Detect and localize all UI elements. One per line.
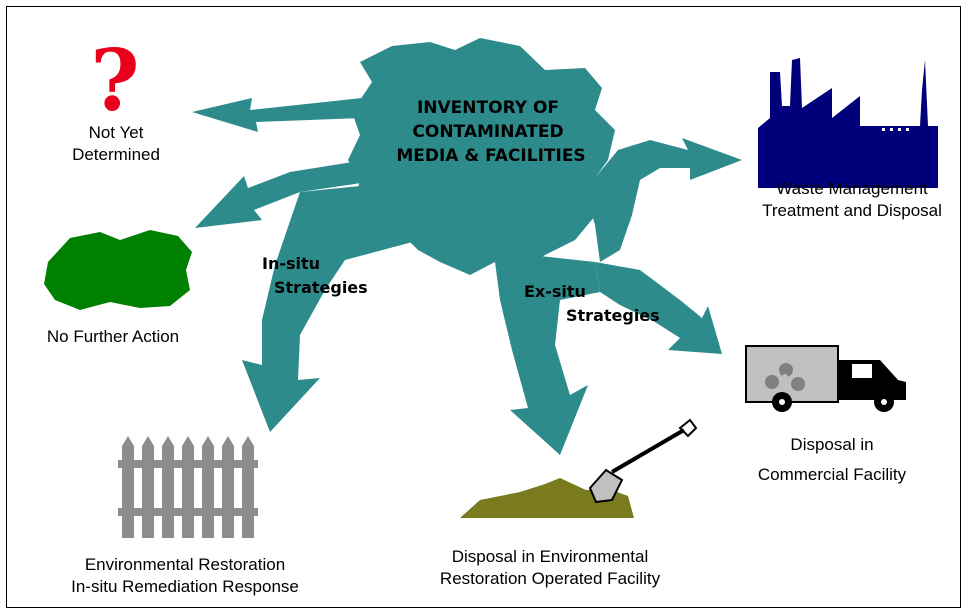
arrow-to-no-further — [195, 160, 368, 228]
commercial-line: Disposal in — [790, 435, 874, 454]
shovel-soil-icon — [460, 418, 698, 518]
er-facility-line: Disposal in Environmental — [451, 547, 649, 566]
not-yet-line: Determined — [72, 145, 160, 164]
factory-windows — [882, 128, 909, 131]
radiation-truck-icon — [745, 345, 906, 412]
not-yet-label: Not Yet Determined — [48, 122, 184, 166]
restoration-line: In-situ Remediation Response — [71, 577, 299, 596]
waste-line: Waste Management — [776, 179, 928, 198]
restoration-label: Environmental Restoration In-situ Remedi… — [40, 554, 330, 598]
center-title-line: CONTAMINATED — [412, 122, 564, 142]
insitu-line: Strategies — [274, 278, 368, 297]
no-further-label: No Further Action — [18, 326, 208, 348]
central-blob — [348, 38, 615, 275]
factory-icon — [758, 58, 938, 188]
arrow-to-not-yet — [192, 98, 362, 132]
no-further-line: No Further Action — [46, 327, 180, 346]
center-title-line: MEDIA & FACILITIES — [396, 146, 586, 166]
exsitu-label: Ex-situ Strategies — [524, 280, 660, 328]
commercial-line: Commercial Facility — [757, 465, 907, 484]
insitu-label: In-situ Strategies — [262, 252, 368, 300]
restoration-line: Environmental Restoration — [84, 555, 286, 574]
er-facility-line: Restoration Operated Facility — [439, 569, 661, 588]
green-bush-icon — [44, 230, 192, 310]
picket-fence-icon — [118, 436, 258, 538]
arrow-insitu — [242, 185, 420, 432]
waste-line: Treatment and Disposal — [762, 201, 942, 220]
not-yet-line: Not Yet — [88, 123, 144, 142]
arrow-to-commercial — [595, 262, 722, 354]
question-mark-icon: ? — [90, 31, 139, 130]
commercial-label: Disposal in Commercial Facility — [732, 434, 932, 486]
arrow-to-er-facility — [495, 256, 600, 455]
arrow-to-waste — [585, 138, 742, 262]
diagram-frame — [6, 6, 961, 608]
center-title: INVENTORY OF CONTAMINATED MEDIA & FACILI… — [383, 96, 593, 168]
er-facility-label: Disposal in Environmental Restoration Op… — [400, 546, 700, 590]
center-title-line: INVENTORY OF — [416, 98, 560, 118]
insitu-line: In-situ — [262, 254, 321, 273]
exsitu-line: Ex-situ — [524, 282, 586, 301]
exsitu-line: Strategies — [566, 306, 660, 325]
waste-label: Waste Management Treatment and Disposal — [742, 178, 962, 222]
